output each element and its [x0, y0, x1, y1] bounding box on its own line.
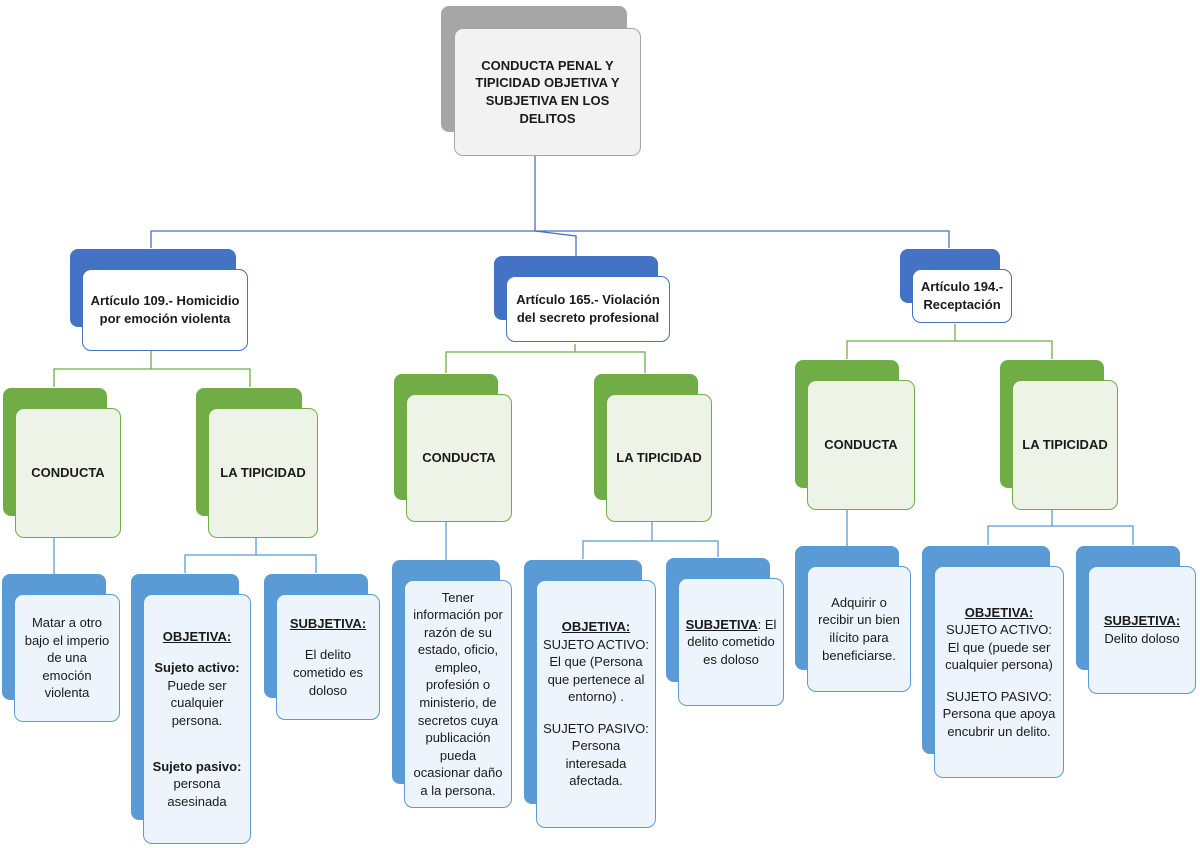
- category-tipicidad-109: LA TIPICIDAD: [196, 388, 320, 540]
- category-conducta-194: CONDUCTA: [795, 360, 917, 512]
- connector-a165-bar: [445, 351, 646, 373]
- category-tipicidad-194: LA TIPICIDAD: [1000, 360, 1120, 512]
- category-tipicidad-165: LA TIPICIDAD: [594, 374, 714, 524]
- subjetiva-box-109: SUBJETIVA: El delito cometido es doloso: [264, 574, 382, 722]
- article-title: Artículo 194.- Receptación: [920, 279, 1004, 312]
- objetiva-box-109: OBJETIVA: Sujeto activo: Puede ser cualq…: [131, 574, 253, 846]
- connector-tipicidad-109-bar: [184, 554, 317, 573]
- subjetiva-box-194: SUBJETIVA: Delito doloso: [1076, 546, 1198, 696]
- conducta-description-109: Matar a otro bajo el imperio de una emoc…: [2, 574, 122, 724]
- objetiva-box-165: OBJETIVA: SUJETO ACTIVO: El que (Persona…: [524, 560, 658, 830]
- conducta-description-194: Adquirir o recibir un bien ilícito para …: [795, 546, 913, 694]
- article-109-node: Artículo 109.- Homicidio por emoción vio…: [70, 249, 250, 353]
- connector-a109-bar: [53, 368, 251, 387]
- subjetiva-box-165: SUBJETIVA: El delito cometido es doloso: [666, 558, 786, 708]
- objetiva-box-194: OBJETIVA: SUJETO ACTIVO: El que (puede s…: [922, 546, 1066, 780]
- article-165-node: Artículo 165.- Violación del secreto pro…: [494, 256, 672, 344]
- connector-tipicidad-194-bar: [987, 525, 1134, 545]
- connector-tipicidad-165-bar: [582, 540, 719, 559]
- article-194-node: Artículo 194.- Receptación: [900, 249, 1014, 325]
- connector-root-bar: [150, 230, 950, 248]
- article-title: Artículo 109.- Homicidio por emoción vio…: [90, 293, 240, 326]
- conducta-description-165: Tener información por razón de su estado…: [392, 560, 514, 810]
- root-title: CONDUCTA PENAL Y TIPICIDAD OBJETIVA Y SU…: [475, 57, 620, 126]
- category-conducta-109: CONDUCTA: [3, 388, 121, 540]
- article-title: Artículo 165.- Violación del secreto pro…: [516, 292, 660, 325]
- connector-a194-bar: [846, 340, 1053, 359]
- root-node: CONDUCTA PENAL Y TIPICIDAD OBJETIVA Y SU…: [441, 6, 641, 158]
- category-conducta-165: CONDUCTA: [394, 374, 514, 524]
